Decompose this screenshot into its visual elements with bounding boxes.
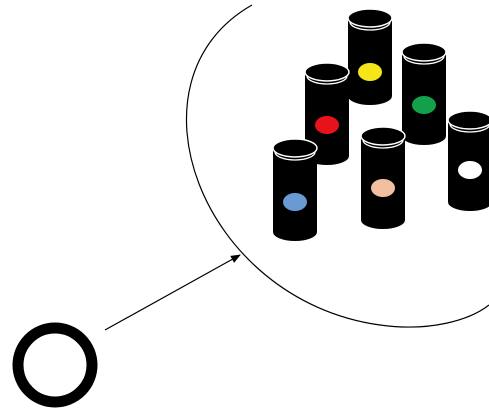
cylinder-rim-arc (306, 75, 348, 85)
cylinder-top (360, 126, 406, 146)
cylinder-rim-arc (449, 123, 489, 133)
cylinder-yellow (347, 8, 393, 105)
cylinder-top (272, 138, 318, 158)
cylinder-red (304, 62, 350, 165)
cylinder-base (273, 223, 317, 241)
cylinder-body (361, 136, 405, 220)
cylinder-peach (360, 126, 406, 229)
cylinder-color-dot (358, 63, 382, 81)
cylinder-rim-arc (362, 139, 404, 149)
cylinder-top (447, 110, 489, 130)
cylinder-blue (272, 138, 318, 241)
magnified-view-circle (185, 4, 489, 328)
small-ring-icon (12, 322, 98, 408)
cylinder-color-dot (371, 179, 395, 197)
cylinder-body (448, 120, 489, 202)
cylinder-green (401, 42, 447, 145)
cylinder-color-dot (315, 116, 339, 134)
cylinder-body (273, 148, 317, 232)
cylinder-body (402, 52, 446, 136)
cylinder-top (304, 62, 350, 82)
cylinder-color-dot (458, 161, 482, 179)
cylinder-group (272, 8, 489, 241)
cylinder-base (361, 211, 405, 229)
cylinder-base (448, 193, 489, 211)
cylinder-body (348, 18, 392, 96)
cylinder-color-dot (412, 96, 436, 114)
cylinder-top (401, 42, 447, 62)
cylinder-base (402, 127, 446, 145)
cylinder-color-dot (283, 193, 307, 211)
cylinder-rim-arc (274, 151, 316, 161)
cylinder-white (447, 110, 489, 211)
cylinder-base (348, 87, 392, 105)
pointer-arrow (104, 254, 241, 331)
cylinder-rim-arc (349, 21, 391, 31)
cylinder-rim-arc (403, 55, 445, 65)
cylinder-top (347, 8, 393, 28)
